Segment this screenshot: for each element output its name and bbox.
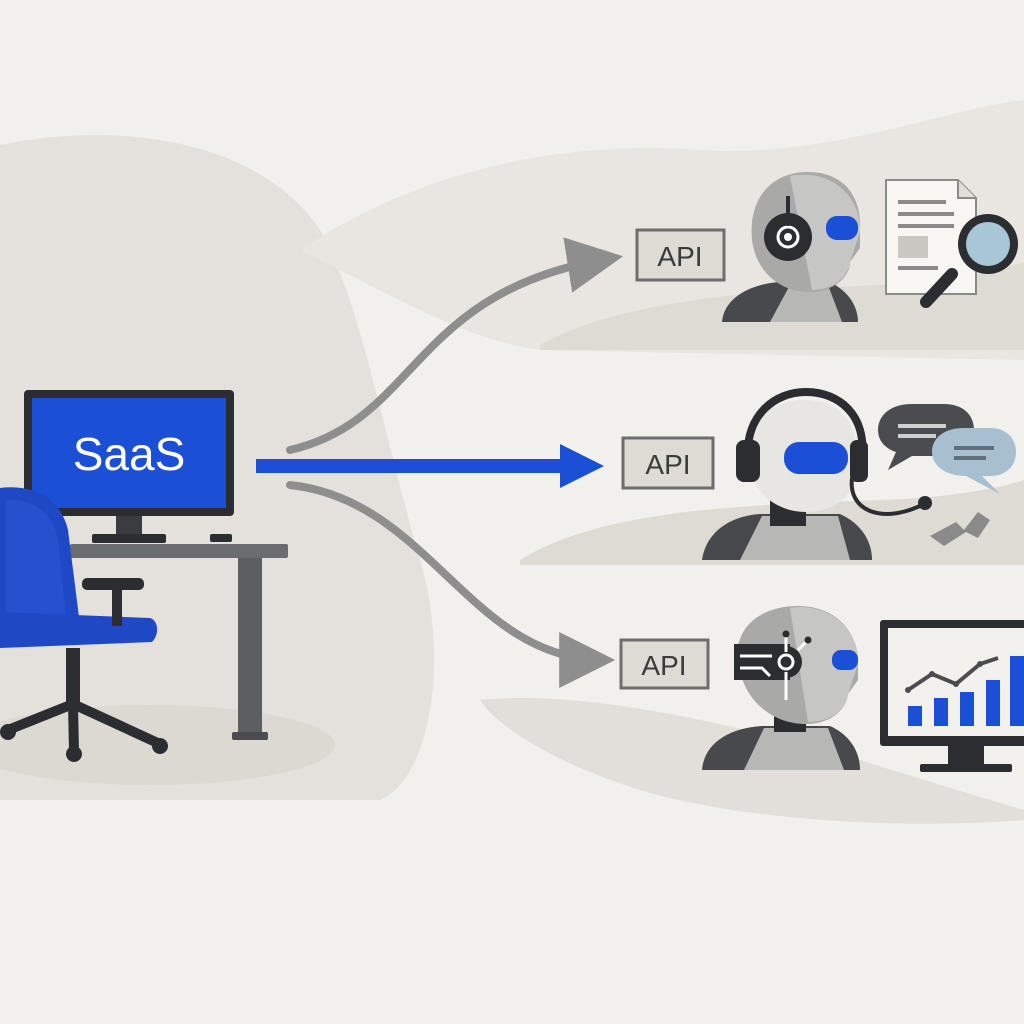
api-box-2: API <box>621 436 715 490</box>
robot-agent-icon <box>702 606 860 770</box>
api-box-1: API <box>635 228 726 282</box>
computer-monitor-icon: SaaS <box>24 390 234 543</box>
desk-icon <box>70 544 288 740</box>
workstation: SaaS <box>0 390 288 762</box>
circuit-icon <box>734 630 812 700</box>
office-chair-icon <box>0 487 168 762</box>
headset-icon <box>736 387 932 516</box>
robot-agent-icon <box>722 172 861 322</box>
saas-label: SaaS <box>73 428 186 480</box>
agent-research <box>722 172 1018 322</box>
robot-agent-icon <box>702 400 872 560</box>
arrow-to-agent-3 <box>286 481 616 688</box>
magnifier-icon <box>920 214 1018 308</box>
api-label-3: API <box>641 650 686 681</box>
agent-analytics <box>702 606 1024 772</box>
chat-bubbles-icon <box>878 404 1016 546</box>
agent-support <box>702 387 1016 560</box>
bar-chart-monitor-icon <box>880 620 1024 772</box>
api-label-2: API <box>645 449 690 480</box>
connection-arrows <box>256 237 624 688</box>
arrow-to-agent-1 <box>286 237 624 454</box>
api-box-3: API <box>619 638 710 690</box>
document-icon <box>885 179 977 295</box>
arrow-to-agent-2 <box>256 444 604 488</box>
api-label-1: API <box>657 241 702 272</box>
